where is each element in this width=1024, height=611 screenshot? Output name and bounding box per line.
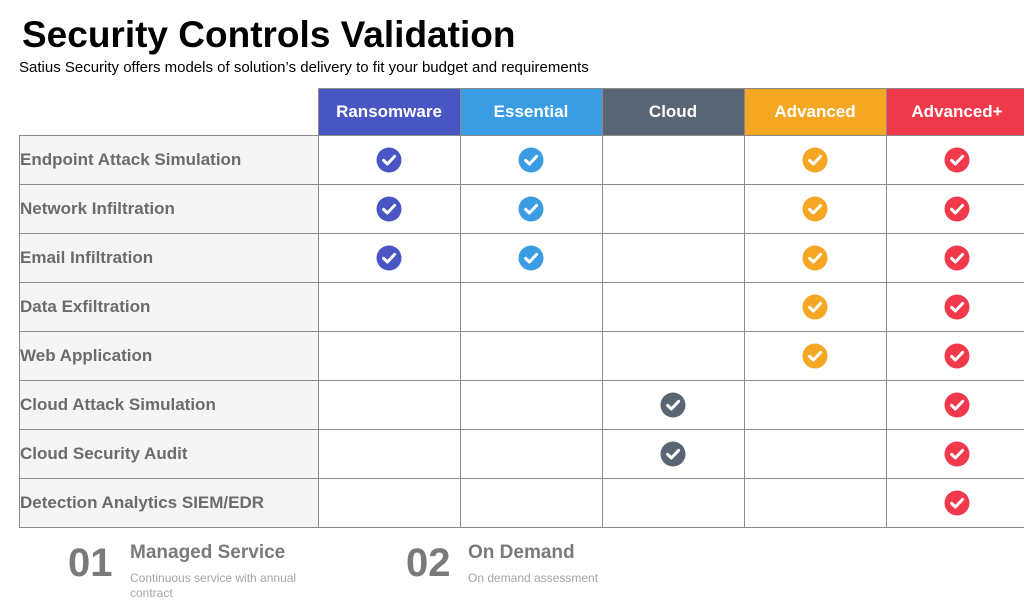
- table-row: Email Infiltration: [19, 233, 1024, 283]
- table-row: Network Infiltration: [19, 184, 1024, 234]
- feature-label: Web Application: [19, 331, 319, 381]
- feature-cell: [459, 429, 603, 479]
- feature-cell: [317, 233, 461, 283]
- model-description: Continuous service with annual contract: [130, 571, 297, 600]
- check-circle-icon: [518, 245, 544, 271]
- check-circle-icon: [802, 245, 828, 271]
- feature-cell: [743, 331, 887, 381]
- feature-cell: [459, 184, 603, 234]
- check-circle-icon: [660, 392, 686, 418]
- check-circle-icon: [376, 196, 402, 222]
- feature-cell: [317, 380, 461, 430]
- page-title: Security Controls Validation: [22, 14, 516, 55]
- feature-cell: [743, 380, 887, 430]
- tier-header-advanced: Advanced: [743, 88, 887, 136]
- feature-cell: [743, 282, 887, 332]
- model-title: Managed Service: [130, 542, 286, 563]
- feature-cell: [459, 380, 603, 430]
- table-row: Cloud Security Audit: [19, 429, 1024, 479]
- feature-label: Email Infiltration: [19, 233, 319, 283]
- check-circle-icon: [944, 490, 970, 516]
- check-circle-icon: [376, 147, 402, 173]
- check-circle-icon: [944, 147, 970, 173]
- feature-cell: [885, 380, 1024, 430]
- feature-label: Data Exfiltration: [19, 282, 319, 332]
- table-row: Data Exfiltration: [19, 282, 1024, 332]
- comparison-table: Ransomware Essential Cloud Advanced Adva…: [19, 88, 1024, 528]
- page-subtitle: Satius Security offers models of solutio…: [19, 59, 589, 76]
- feature-cell: [317, 429, 461, 479]
- table-corner: [20, 89, 319, 136]
- feature-cell: [885, 233, 1024, 283]
- feature-cell: [601, 282, 745, 332]
- feature-cell: [743, 135, 887, 185]
- table-row: Cloud Attack Simulation: [19, 380, 1024, 430]
- feature-cell: [459, 478, 603, 528]
- feature-cell: [317, 135, 461, 185]
- model-title: On Demand: [468, 542, 575, 563]
- feature-cell: [601, 478, 745, 528]
- check-circle-icon: [944, 441, 970, 467]
- feature-label: Detection Analytics SIEM/EDR: [19, 478, 319, 528]
- model-number: 02: [406, 541, 451, 585]
- model-number: 01: [68, 541, 113, 585]
- feature-cell: [459, 282, 603, 332]
- check-circle-icon: [944, 294, 970, 320]
- feature-cell: [601, 135, 745, 185]
- feature-cell: [885, 429, 1024, 479]
- check-circle-icon: [944, 343, 970, 369]
- feature-cell: [601, 429, 745, 479]
- feature-cell: [885, 135, 1024, 185]
- tier-header-essential: Essential: [459, 88, 603, 136]
- feature-label: Endpoint Attack Simulation: [19, 135, 319, 185]
- feature-cell: [601, 331, 745, 381]
- check-circle-icon: [802, 147, 828, 173]
- feature-cell: [317, 331, 461, 381]
- feature-cell: [459, 331, 603, 381]
- feature-label: Cloud Attack Simulation: [19, 380, 319, 430]
- feature-cell: [743, 478, 887, 528]
- feature-cell: [743, 429, 887, 479]
- feature-cell: [743, 233, 887, 283]
- feature-cell: [459, 135, 603, 185]
- feature-cell: [459, 233, 603, 283]
- check-circle-icon: [944, 392, 970, 418]
- table-row: Web Application: [19, 331, 1024, 381]
- table-row: Endpoint Attack Simulation: [19, 135, 1024, 185]
- feature-cell: [743, 184, 887, 234]
- check-circle-icon: [660, 441, 686, 467]
- feature-cell: [885, 282, 1024, 332]
- feature-cell: [601, 184, 745, 234]
- check-circle-icon: [802, 196, 828, 222]
- model-description: On demand assessment: [468, 571, 599, 585]
- feature-cell: [885, 478, 1024, 528]
- feature-cell: [317, 184, 461, 234]
- feature-cell: [885, 331, 1024, 381]
- table-row: Detection Analytics SIEM/EDR: [19, 478, 1024, 528]
- tier-header-row: Ransomware Essential Cloud Advanced Adva…: [20, 88, 1024, 136]
- feature-cell: [601, 380, 745, 430]
- feature-cell: [317, 282, 461, 332]
- feature-label: Cloud Security Audit: [19, 429, 319, 479]
- feature-label: Network Infiltration: [19, 184, 319, 234]
- check-circle-icon: [802, 343, 828, 369]
- check-circle-icon: [518, 147, 544, 173]
- check-circle-icon: [944, 196, 970, 222]
- tier-header-advanced-plus: Advanced+: [885, 88, 1024, 136]
- check-circle-icon: [518, 196, 544, 222]
- check-circle-icon: [944, 245, 970, 271]
- feature-cell: [601, 233, 745, 283]
- tier-header-cloud: Cloud: [601, 88, 745, 136]
- check-circle-icon: [376, 245, 402, 271]
- tier-header-ransomware: Ransomware: [317, 88, 461, 136]
- feature-cell: [885, 184, 1024, 234]
- check-circle-icon: [802, 294, 828, 320]
- feature-cell: [317, 478, 461, 528]
